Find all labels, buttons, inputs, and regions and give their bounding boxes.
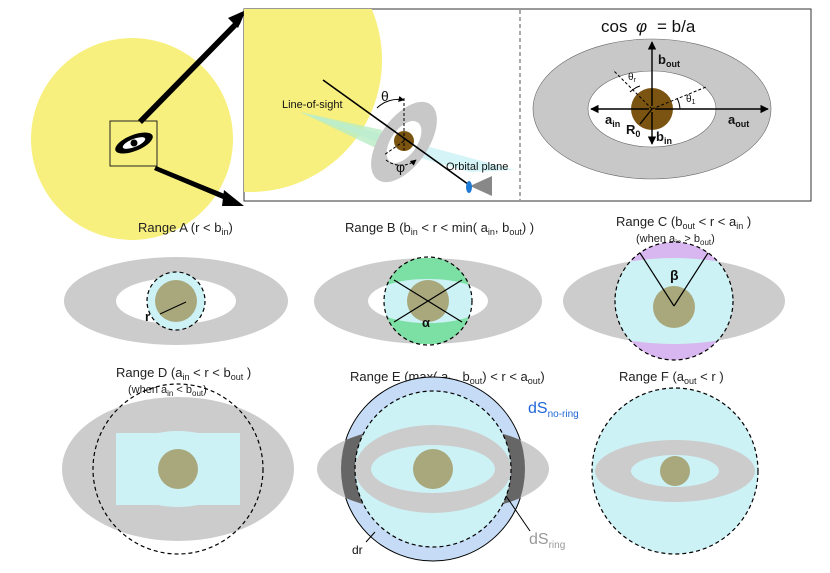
eq-rhs: = b/a [657, 17, 696, 36]
orbital-plane-overlap [300, 112, 382, 150]
dS-ring-leader [505, 495, 531, 532]
label-orbital-plane: Orbital plane [446, 161, 508, 173]
label-a-in: ain [605, 112, 620, 129]
dr-leader [365, 531, 376, 543]
radius-circle [383, 256, 473, 346]
diagram-range-a: r [64, 257, 288, 345]
title-range-c: Range C (bout < r < ain ) [616, 214, 751, 231]
alpha-line-2 [393, 279, 463, 323]
label-beta: β [670, 267, 679, 283]
diagram-range-b: α [314, 256, 542, 346]
zoom-arrow-down [154, 166, 232, 202]
label-dr: dr [352, 543, 363, 557]
star-zoom [244, 9, 382, 192]
label-dS-ring: dSring [529, 531, 565, 551]
telescope-icon [470, 176, 492, 196]
label-a-out: aout [728, 112, 749, 129]
phi-arc [385, 159, 417, 166]
radius-circle [354, 390, 512, 548]
diagram-range-f [591, 387, 759, 555]
planet-mini [130, 139, 138, 147]
label-dS-noring: dSno-ring [528, 400, 579, 420]
label-r: r [145, 309, 150, 324]
line-of-sight [322, 79, 473, 188]
eq-cos: cos [601, 17, 627, 36]
label-theta-r: θr [628, 72, 637, 84]
title-range-a: Range A (r < bin) [138, 220, 233, 237]
label-line-of-sight: Line-of-sight [282, 99, 343, 111]
overview-star [31, 10, 246, 240]
label-alpha: α [422, 315, 430, 330]
beta-line-2 [673, 252, 709, 307]
zoom-arrow-up-head [228, 10, 246, 28]
zoom-arrow-down-head [222, 190, 244, 206]
planet [660, 456, 690, 486]
geometry-panel [244, 9, 515, 196]
planet [413, 449, 453, 489]
telescope-lens [466, 181, 472, 193]
label-phi: φ [396, 159, 405, 175]
radius-circle [92, 383, 264, 555]
zoom-box [109, 120, 158, 167]
planet [158, 449, 198, 489]
label-b-out: bout [658, 52, 680, 69]
radius-circle [591, 387, 759, 555]
equation: cos φ = b/a [601, 17, 696, 36]
arc-theta1 [676, 97, 681, 110]
label-b-in: bin [656, 129, 672, 146]
title-range-d: Range D (ain < r < bout ) [116, 365, 251, 382]
zoom-arrow-up [138, 14, 244, 124]
radius-circle [146, 271, 206, 331]
ring-geometry-panel [532, 38, 772, 180]
label-theta-1: θ1 [686, 94, 696, 106]
planet [653, 286, 695, 328]
ring-normal [383, 140, 405, 156]
title-range-f: Range F (aout < r ) [619, 369, 724, 386]
arc-thetar [629, 85, 641, 93]
label-theta: θ [381, 88, 389, 104]
planet [155, 280, 197, 322]
axis-R0 [639, 108, 653, 125]
beta-line-1 [639, 252, 675, 307]
note-range-d: (when ain < bout) [128, 384, 207, 398]
label-R0: R0 [626, 122, 640, 139]
eq-phi: φ [636, 17, 647, 36]
radius-line [159, 301, 187, 315]
title-range-b: Range B (bin < r < min( ain, bout) ) [345, 220, 534, 237]
diagram-range-e: dSno-ring dSring dr [317, 376, 579, 562]
radius-circle [614, 241, 734, 361]
diagram-range-d [62, 383, 294, 555]
theta-arc [376, 95, 405, 109]
diagram-range-c: β [563, 241, 785, 361]
